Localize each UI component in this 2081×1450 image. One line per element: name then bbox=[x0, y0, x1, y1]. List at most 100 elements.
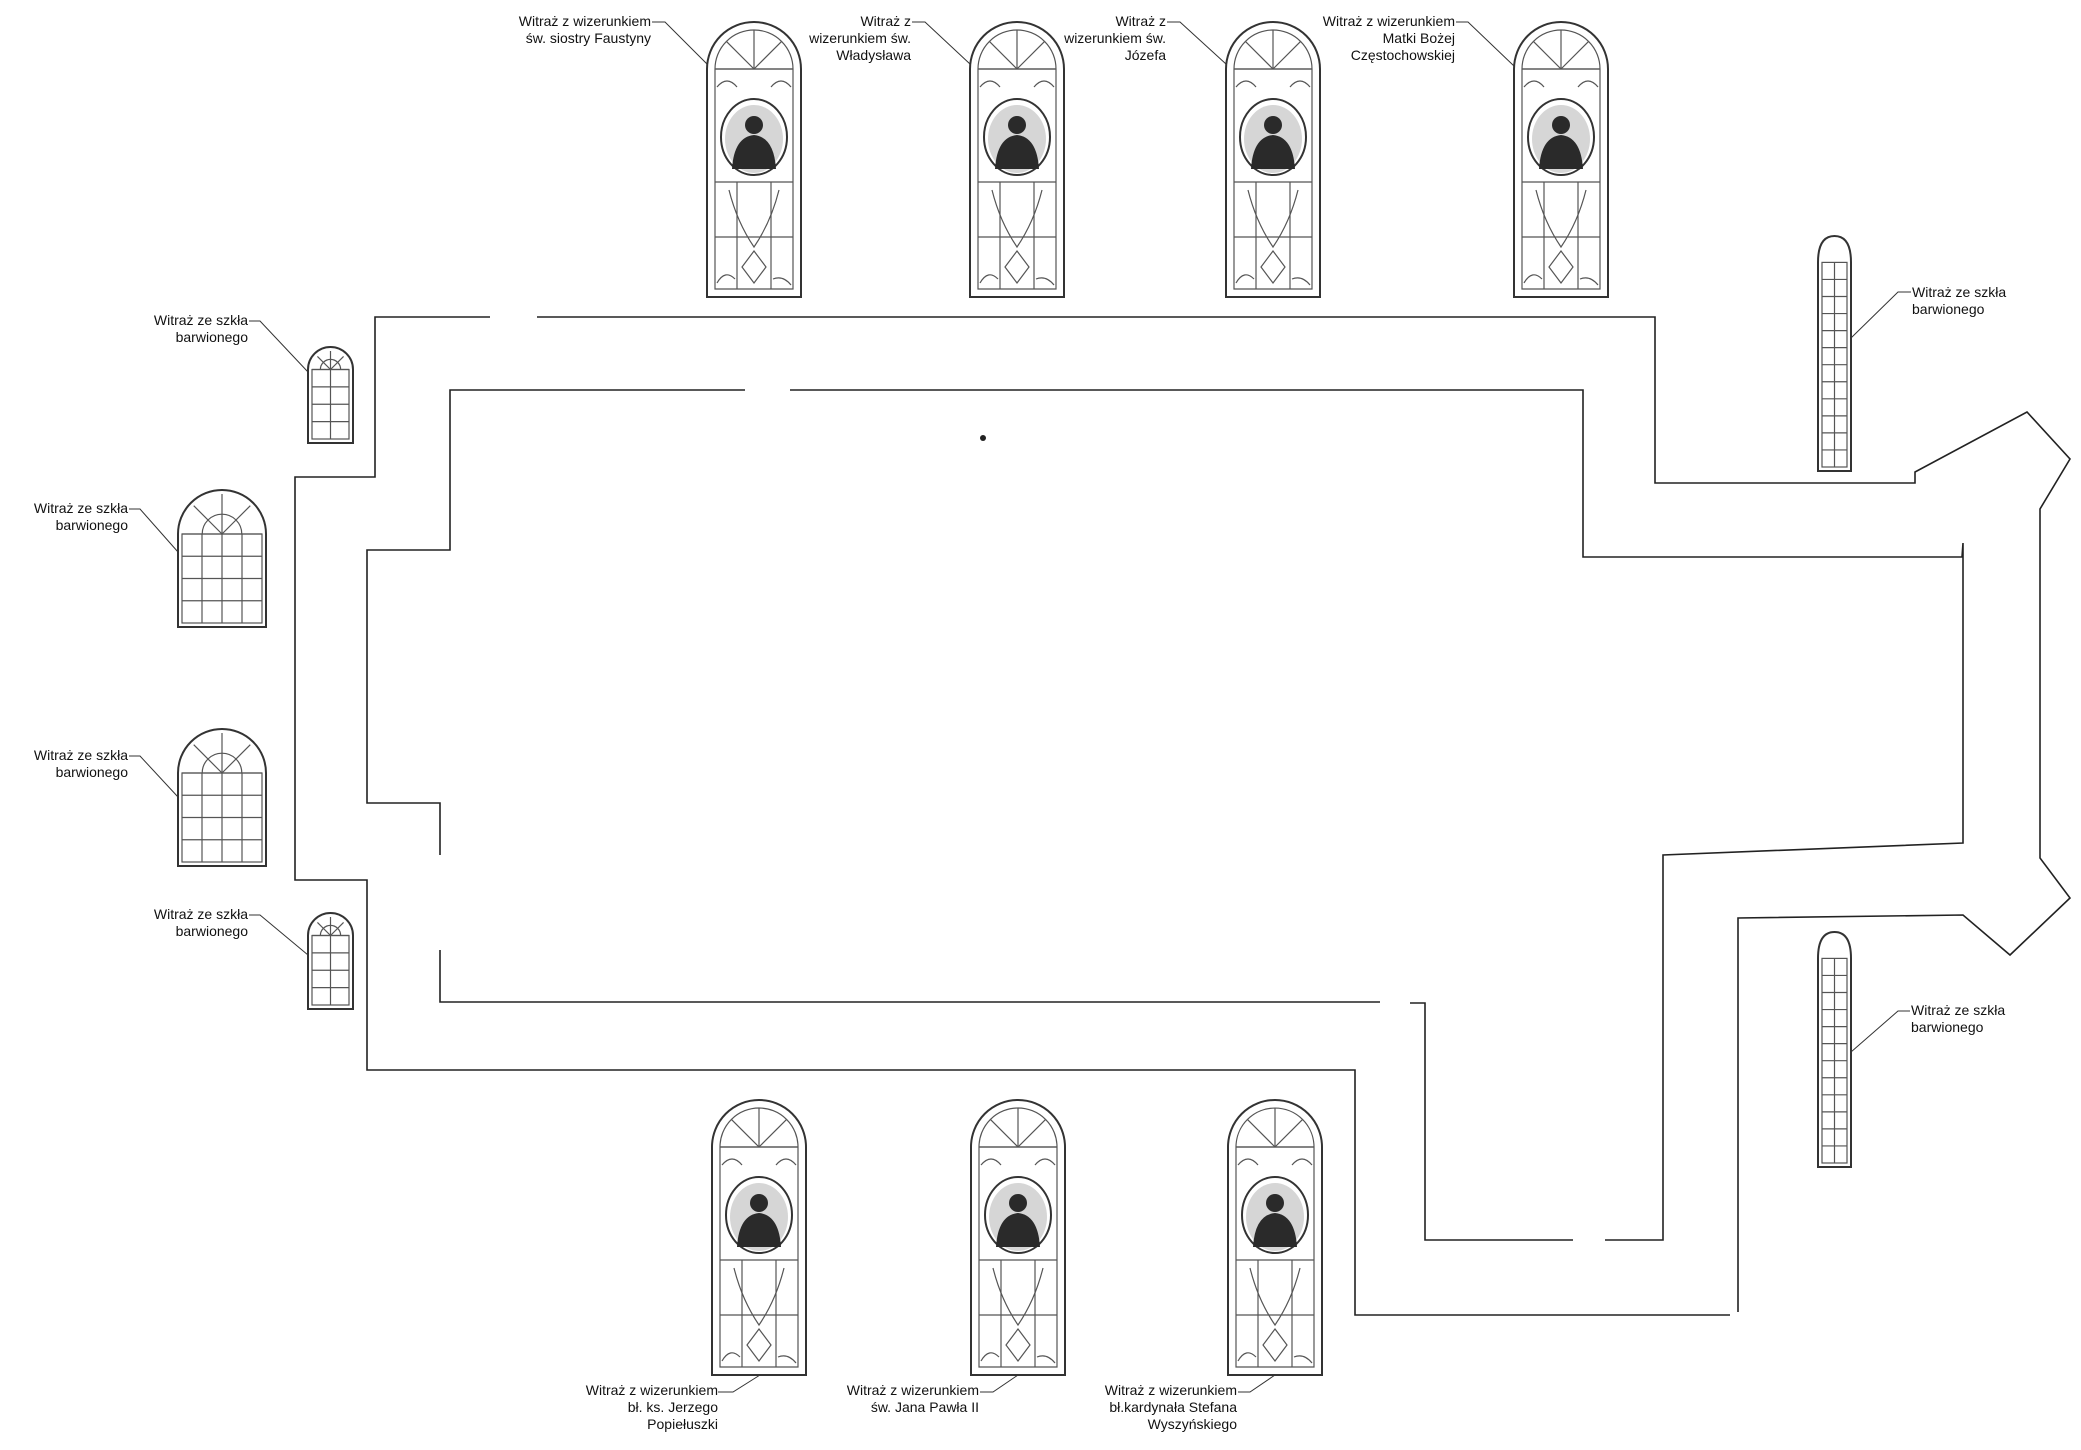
window-label-line: barwionego bbox=[176, 923, 249, 939]
window-label-line: wizerunkiem św. bbox=[808, 30, 911, 46]
portrait-body bbox=[996, 1213, 1040, 1247]
window-inner-frame bbox=[1521, 29, 1601, 290]
scroll-ornament bbox=[716, 274, 792, 286]
window-label-line: Częstochowskiej bbox=[1351, 47, 1455, 63]
window-label-line: wizerunkiem św. bbox=[1063, 30, 1166, 46]
label-leader bbox=[1456, 21, 1515, 67]
window-label-line: Witraż ze szkła bbox=[1912, 284, 2006, 300]
stained-glass-faustina bbox=[706, 21, 802, 298]
window-label-line: Witraż z bbox=[1115, 13, 1166, 29]
saint-faustina-portrait bbox=[725, 105, 783, 173]
portrait-head bbox=[750, 1194, 768, 1212]
window-label-line: barwionego bbox=[56, 764, 129, 780]
diamond-ornament bbox=[1548, 250, 1574, 284]
altar-dot bbox=[980, 435, 986, 441]
scroll-ornament bbox=[1523, 80, 1599, 88]
tracery-rib bbox=[1532, 40, 1562, 70]
scroll-ornament bbox=[1237, 1352, 1313, 1364]
portrait-head bbox=[1009, 1194, 1027, 1212]
window-label-line: św. siostry Faustyny bbox=[526, 30, 651, 46]
window-label-line: Witraż ze szkła bbox=[34, 747, 128, 763]
diamond-ornament bbox=[1005, 1328, 1031, 1362]
wheat-ornament bbox=[1249, 1267, 1301, 1327]
window-inner-frame bbox=[977, 29, 1057, 290]
stained-glass-window-west-2 bbox=[177, 489, 267, 628]
window-label-line: Witraż z wizerunkiem bbox=[586, 1382, 718, 1398]
portrait-head bbox=[1008, 116, 1026, 134]
label-leader bbox=[249, 320, 309, 373]
scroll-ornament bbox=[1235, 274, 1311, 286]
stefan-wyszynski-portrait bbox=[1246, 1183, 1304, 1251]
window-label-line: barwionego bbox=[56, 517, 129, 533]
tracery-arc bbox=[201, 513, 243, 535]
tracery-rib bbox=[730, 1118, 760, 1148]
stained-glass-wladyslaw bbox=[969, 21, 1065, 298]
scroll-ornament bbox=[979, 274, 1055, 286]
window-inner-frame bbox=[1235, 1107, 1315, 1368]
stained-glass-window-west-3 bbox=[177, 728, 267, 867]
stained-glass-john-paul bbox=[970, 1099, 1066, 1376]
stained-glass-joseph bbox=[1225, 21, 1321, 298]
window-label-line: Wyszyńskiego bbox=[1148, 1416, 1238, 1432]
window-label-line: św. Jana Pawła II bbox=[871, 1399, 979, 1415]
label-leader bbox=[1850, 291, 1911, 339]
window-label-line: Witraż z bbox=[860, 13, 911, 29]
tracery-arc bbox=[319, 358, 342, 370]
window-label-line: bł. ks. Jerzego bbox=[628, 1399, 718, 1415]
diamond-ornament bbox=[1004, 250, 1030, 284]
window-label-line: Popiełuszki bbox=[647, 1416, 718, 1432]
window-inner-frame bbox=[714, 29, 794, 290]
tracery-rib bbox=[758, 1118, 788, 1148]
window-label-line: Witraż z wizerunkiem bbox=[1105, 1382, 1237, 1398]
window-inner-frame bbox=[978, 1107, 1058, 1368]
black-madonna-portrait bbox=[1532, 105, 1590, 173]
window-label-line: Józefa bbox=[1125, 47, 1166, 63]
scroll-ornament bbox=[721, 1158, 797, 1166]
wheat-ornament bbox=[728, 189, 780, 249]
diamond-ornament bbox=[1260, 250, 1286, 284]
portrait-body bbox=[737, 1213, 781, 1247]
tracery-arc bbox=[319, 924, 342, 936]
diamond-ornament bbox=[741, 250, 767, 284]
scroll-ornament bbox=[980, 1158, 1056, 1166]
window-label-line: barwionego bbox=[1911, 1019, 1984, 1035]
tracery-rib bbox=[989, 1118, 1019, 1148]
window-label-line: Matki Bożej bbox=[1383, 30, 1455, 46]
saint-joseph-portrait bbox=[1244, 105, 1302, 173]
window-label-line: barwionego bbox=[176, 329, 249, 345]
window-label-line: Witraż z wizerunkiem bbox=[1323, 13, 1455, 29]
stained-glass-window-west-4 bbox=[307, 912, 354, 1010]
portrait-body bbox=[732, 135, 776, 169]
stained-glass-popieluszko bbox=[711, 1099, 807, 1376]
scroll-ornament bbox=[979, 80, 1055, 88]
scroll-ornament bbox=[980, 1352, 1056, 1364]
tracery-rib bbox=[1272, 40, 1302, 70]
portrait-body bbox=[1251, 135, 1295, 169]
label-leader bbox=[912, 21, 971, 65]
portrait-body bbox=[1253, 1213, 1297, 1247]
scroll-ornament bbox=[1237, 1158, 1313, 1166]
tracery-rib bbox=[725, 40, 755, 70]
window-label-line: Witraż ze szkła bbox=[154, 906, 248, 922]
tracery-rib bbox=[988, 40, 1018, 70]
portrait-head bbox=[1552, 116, 1570, 134]
jerzy-popieluszko-portrait bbox=[730, 1183, 788, 1251]
portrait-head bbox=[1266, 1194, 1284, 1212]
scroll-ornament bbox=[1235, 80, 1311, 88]
stained-glass-window-west-1 bbox=[307, 346, 354, 444]
inner-wall bbox=[366, 389, 1964, 1241]
tracery-rib bbox=[330, 921, 345, 936]
saint-wladyslaw-portrait bbox=[988, 105, 1046, 173]
stained-glass-window-east-2 bbox=[1817, 930, 1852, 1168]
